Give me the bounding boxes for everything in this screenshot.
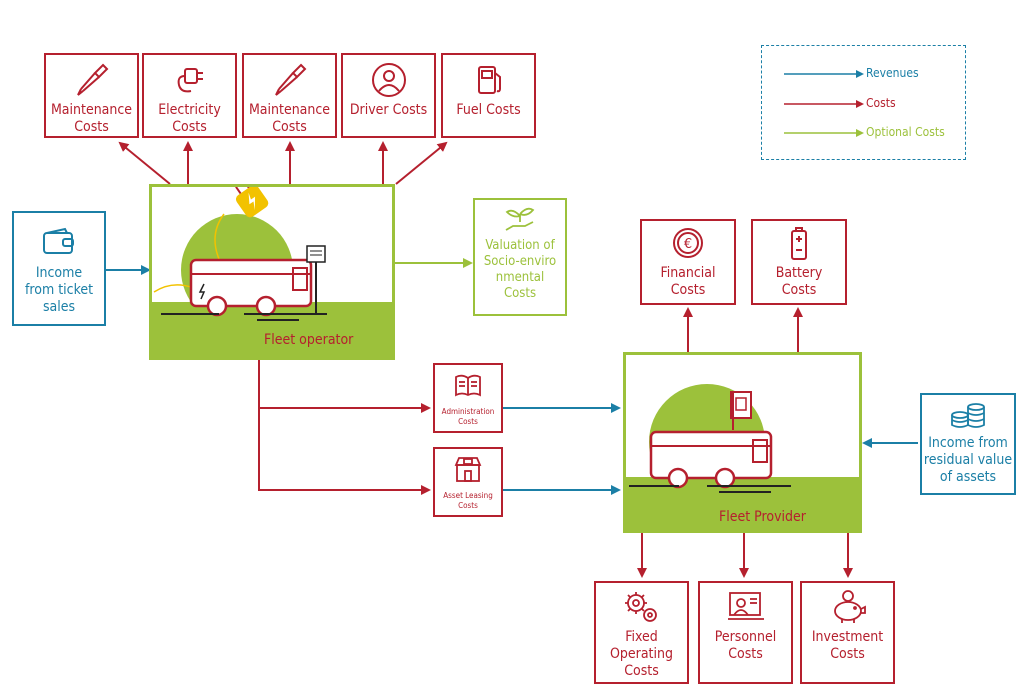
fleet-operator-illustration: [152, 187, 392, 357]
plug-icon: [177, 68, 203, 93]
arrow-to-maintenance-1: [118, 141, 171, 185]
piggy-bank-icon: [833, 590, 866, 623]
person-icon: [371, 63, 406, 97]
fuel-pump-icon: [477, 66, 501, 94]
valuation-label: Valuation of Socio-enviro nmental Costs: [483, 238, 557, 301]
presenter-icon: [727, 592, 764, 620]
investment-costs-box: Investment Costs: [800, 581, 895, 684]
maintenance-costs-label-1: Maintenance Costs: [50, 102, 133, 135]
electricity-costs-box: Electricity Costs: [142, 53, 237, 138]
wallet-icon: [43, 227, 74, 254]
screwdriver-icon: [76, 63, 108, 96]
income-residual-label: Income from residual value of assets: [923, 435, 1013, 485]
arrow-to-asset-leasing: [258, 408, 431, 495]
svg-text:€: €: [684, 237, 692, 252]
personnel-costs-label: Personnel Costs: [714, 629, 777, 662]
battery-costs-label: Battery Costs: [775, 265, 823, 298]
screwdriver-icon: [274, 63, 306, 96]
valuation-box: Valuation of Socio-enviro nmental Costs: [473, 198, 567, 316]
investment-costs-label: Investment Costs: [811, 629, 884, 662]
personnel-costs-box: Personnel Costs: [698, 581, 793, 684]
asset-leasing-costs-box: Asset Leasing Costs: [433, 447, 503, 517]
fleet-operator-box: Fleet operator: [149, 184, 395, 360]
gears-icon: [624, 592, 657, 622]
euro-coin-icon: €: [673, 228, 703, 258]
book-icon: [455, 374, 481, 397]
financial-costs-box: € Financial Costs: [640, 219, 736, 305]
maintenance-costs-box-2: Maintenance Costs: [242, 53, 337, 138]
electricity-costs-label: Electricity Costs: [158, 102, 221, 135]
driver-costs-label: Driver Costs: [349, 102, 428, 118]
income-ticket-sales-box: Income from ticket sales: [12, 211, 106, 326]
arrow-to-administration: [258, 360, 431, 413]
legend: Revenues Costs Optional Costs: [761, 45, 966, 160]
arrow-to-fuel: [395, 141, 448, 185]
administration-costs-label: Administration Costs: [441, 407, 495, 426]
battery-costs-box: Battery Costs: [751, 219, 847, 305]
battery-icon: [791, 227, 807, 260]
fuel-costs-label: Fuel Costs: [456, 102, 521, 118]
plant-hand-icon: [505, 207, 535, 231]
driver-costs-box: Driver Costs: [341, 53, 436, 138]
fixed-operating-costs-label: Fixed Operating Costs: [610, 629, 673, 679]
maintenance-costs-label-2: Maintenance Costs: [248, 102, 331, 135]
maintenance-costs-box-1: Maintenance Costs: [44, 53, 139, 138]
shop-icon: [454, 457, 482, 482]
fleet-provider-illustration: [626, 384, 859, 530]
financial-costs-label: Financial Costs: [660, 265, 716, 298]
fixed-operating-costs-box: Fixed Operating Costs: [594, 581, 689, 684]
coins-icon: [951, 403, 985, 428]
asset-leasing-costs-label: Asset Leasing Costs: [443, 491, 493, 510]
fleet-operator-label: Fleet operator: [264, 332, 354, 348]
administration-costs-box: Administration Costs: [433, 363, 503, 433]
income-ticket-sales-label: Income from ticket sales: [24, 265, 94, 315]
fleet-provider-label: Fleet Provider: [719, 509, 806, 525]
income-residual-box: Income from residual value of assets: [920, 393, 1016, 495]
fuel-costs-box: Fuel Costs: [441, 53, 536, 138]
fleet-provider-box: Fleet Provider: [623, 352, 862, 533]
